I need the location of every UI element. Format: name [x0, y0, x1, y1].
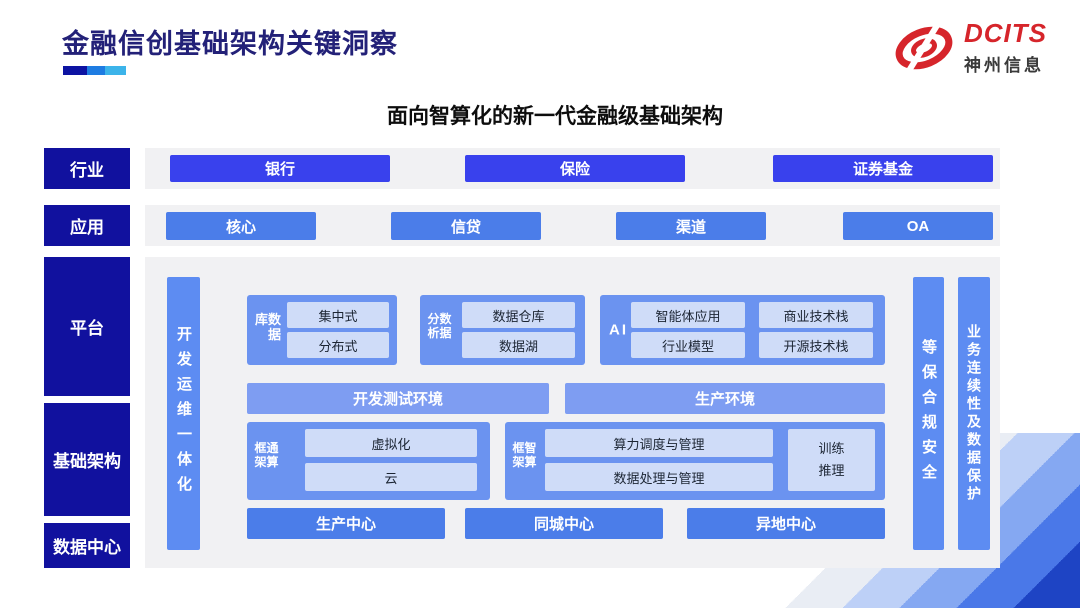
- architecture-panel: 开发运维一体化 等保合规安全 业务连续性及数据保护 数据库 集中式 分布式 数据…: [145, 257, 1000, 568]
- row-label-datacenter: 数据中心: [44, 523, 130, 568]
- page-title: 金融信创基础架构关键洞察: [62, 29, 398, 59]
- pillar-devops: 开发运维一体化: [167, 277, 200, 550]
- chip-commercial-stack: 商业技术栈: [759, 302, 873, 328]
- underline-segment-mid: [87, 66, 105, 75]
- bar-production-env: 生产环境: [565, 383, 885, 414]
- chip-virtualization: 虚拟化: [305, 429, 477, 457]
- chip-cloud: 云: [305, 463, 477, 491]
- application-row: 核心 信贷 渠道 OA: [145, 205, 1000, 246]
- application-item-core: 核心: [166, 212, 316, 240]
- logo-text: DCITS 神州信息: [964, 20, 1047, 75]
- chip-data-processing: 数据处理与管理: [545, 463, 773, 491]
- row-label-application: 应用: [44, 205, 130, 246]
- group-intelligent-compute: 智算框架 算力调度与管理 数据处理与管理 训练推理: [505, 422, 885, 500]
- company-logo: DCITS 神州信息: [892, 20, 1047, 76]
- bar-dev-test-env: 开发测试环境: [247, 383, 549, 414]
- chip-training-inference: 训练推理: [788, 429, 875, 491]
- bar-remote-center: 异地中心: [687, 508, 885, 539]
- chip-data-warehouse: 数据仓库: [462, 302, 575, 328]
- chip-compute-scheduling: 算力调度与管理: [545, 429, 773, 457]
- bar-production-center: 生产中心: [247, 508, 445, 539]
- pillar-continuity: 业务连续性及数据保护: [958, 277, 990, 550]
- bar-same-city-center: 同城中心: [465, 508, 663, 539]
- group-ai-label: AI: [609, 321, 628, 339]
- group-database: 数据库 集中式 分布式: [247, 295, 397, 365]
- underline-segment-dark: [63, 66, 87, 75]
- underline-segment-light: [105, 66, 126, 75]
- application-item-oa: OA: [843, 212, 993, 240]
- logo-brand-text: DCITS: [964, 18, 1047, 49]
- application-item-credit: 信贷: [391, 212, 541, 240]
- row-label-industry: 行业: [44, 148, 130, 189]
- group-general-compute-label: 通算框架: [253, 441, 279, 470]
- logo-company-text: 神州信息: [964, 55, 1044, 75]
- title-underline: [63, 66, 126, 75]
- application-item-channel: 渠道: [616, 212, 766, 240]
- chip-training-inference-label: 训练推理: [818, 440, 845, 478]
- group-database-label: 数据库: [253, 312, 281, 343]
- group-intelligent-compute-label: 智算框架: [511, 441, 537, 470]
- chip-industry-models: 行业模型: [631, 332, 745, 358]
- chip-agent-apps: 智能体应用: [631, 302, 745, 328]
- industry-row: 银行 保险 证券基金: [145, 148, 1000, 189]
- industry-item-bank: 银行: [170, 155, 390, 182]
- pillar-security: 等保合规安全: [913, 277, 944, 550]
- industry-item-insurance: 保险: [465, 155, 685, 182]
- group-general-compute: 通算框架 虚拟化 云: [247, 422, 490, 500]
- row-label-infrastructure: 基础架构: [44, 403, 130, 516]
- chip-open-source-stack: 开源技术栈: [759, 332, 873, 358]
- group-analytics-label: 数据分析: [426, 312, 452, 341]
- industry-item-securities: 证券基金: [773, 155, 993, 182]
- chip-centralized: 集中式: [287, 302, 389, 328]
- diagram-title: 面向智算化的新一代金融级基础架构: [387, 105, 723, 128]
- row-label-platform: 平台: [44, 257, 130, 396]
- group-analytics: 数据分析 数据仓库 数据湖: [420, 295, 585, 365]
- logo-swirl-icon: [895, 20, 953, 76]
- group-ai: AI 智能体应用 商业技术栈 行业模型 开源技术栈: [600, 295, 885, 365]
- chip-distributed: 分布式: [287, 332, 389, 358]
- chip-data-lake: 数据湖: [462, 332, 575, 358]
